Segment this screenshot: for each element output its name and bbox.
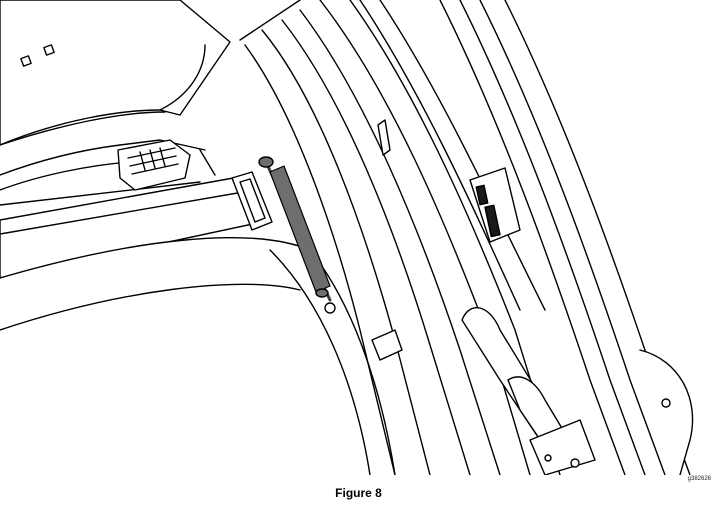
mounting-holes (20, 44, 55, 67)
window-frame (359, 0, 546, 361)
strut-mount-plate (231, 171, 273, 231)
right-pillar (439, 0, 691, 475)
door-latch (469, 167, 521, 243)
technical-illustration (0, 0, 694, 475)
left-frame (0, 139, 216, 206)
lower-mechanism (461, 307, 596, 475)
art-code: g382626 (687, 476, 711, 482)
curved-panel (0, 237, 396, 475)
gas-strut-icon (258, 156, 336, 314)
door-frame (239, 0, 561, 475)
hinge-bracket (117, 139, 191, 191)
upper-body-panel (0, 0, 231, 146)
figure-caption: Figure 8 (335, 486, 382, 500)
right-wheel (639, 349, 694, 475)
